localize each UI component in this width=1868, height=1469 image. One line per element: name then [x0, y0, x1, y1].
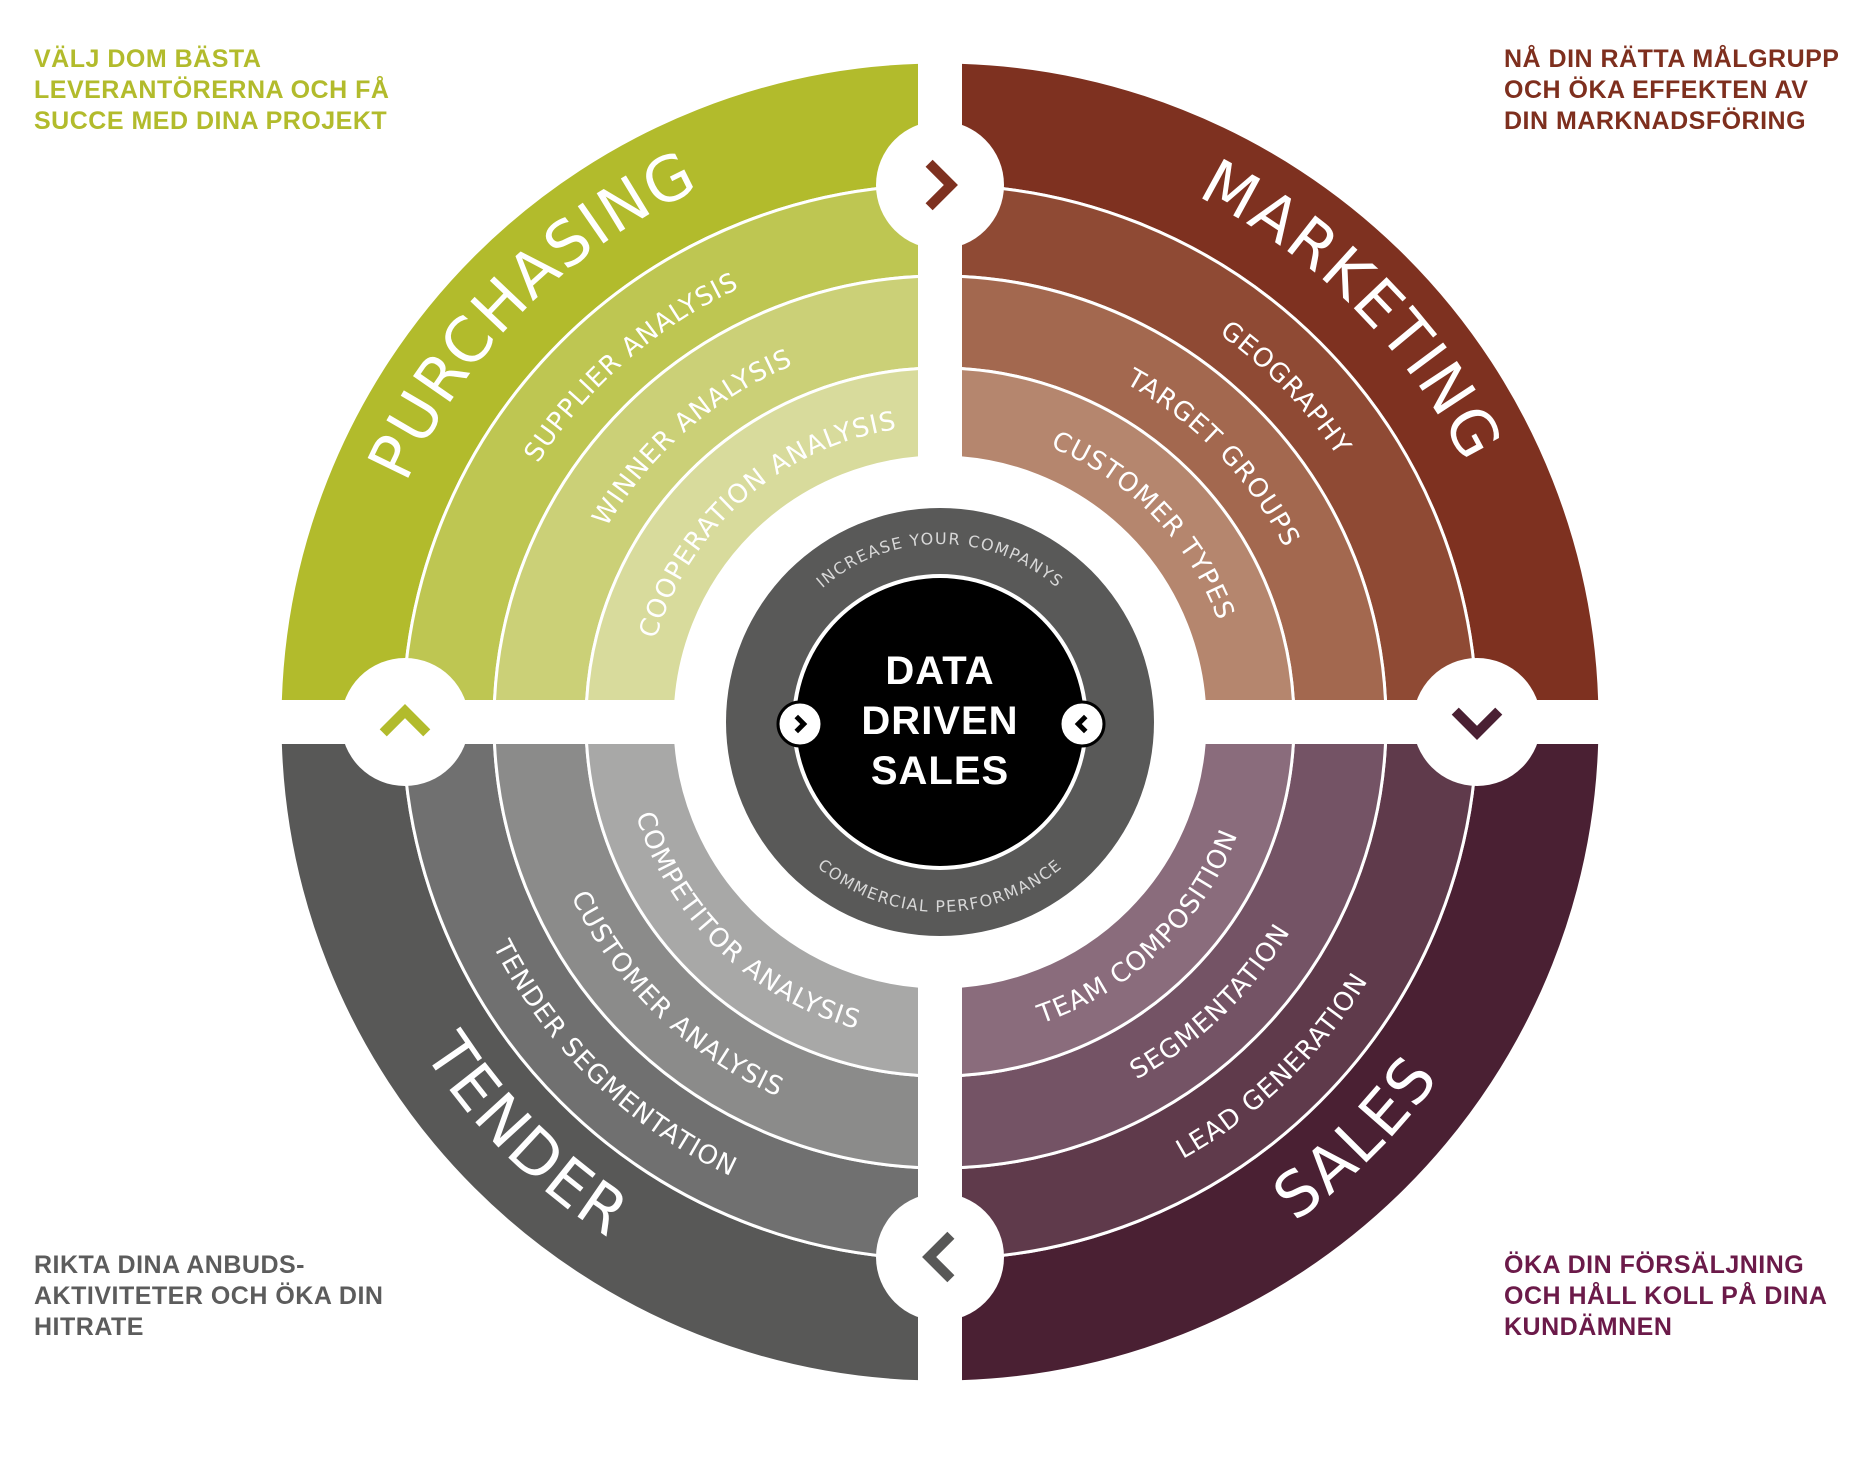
sales-band-4 — [962, 744, 1295, 1077]
chevron-up-icon — [341, 658, 469, 786]
note-sales-line-2: OCH HÅLL KOLL PÅ DINA — [1504, 1282, 1828, 1310]
note-purchasing-line-3: SUCCE MED DINA PROJEKT — [34, 107, 388, 135]
note-marketing: NÅ DIN RÄTTA MÅLGRUPP OCH ÖKA EFFEKTEN A… — [1504, 44, 1864, 137]
chevron-right-icon — [776, 700, 824, 748]
note-marketing-line-2: OCH ÖKA EFFEKTEN AV — [1504, 76, 1809, 104]
marketing-band-4 — [962, 367, 1295, 700]
hub-title-line-3: SALES — [871, 749, 1009, 793]
quadrant-purchasing — [278, 60, 918, 700]
quadrant-tender — [278, 744, 918, 1384]
tender-band-4 — [585, 744, 918, 1077]
hub-center — [796, 578, 1084, 866]
note-sales: ÖKA DIN FÖRSÄLJNING OCH HÅLL KOLL PÅ DIN… — [1504, 1250, 1864, 1343]
quadrant-sales — [962, 744, 1602, 1384]
note-tender: RIKTA DINA ANBUDS- AKTIVITETER OCH ÖKA D… — [34, 1250, 394, 1343]
quadrant-marketing — [962, 60, 1602, 700]
note-marketing-line-3: DIN MARKNADSFÖRING — [1504, 107, 1807, 135]
chevron-left-icon — [1058, 700, 1106, 748]
note-sales-line-1: ÖKA DIN FÖRSÄLJNING — [1504, 1251, 1805, 1279]
connector-circles — [341, 121, 1541, 1321]
chevron-left-icon — [876, 1193, 1004, 1321]
note-tender-line-1: RIKTA DINA ANBUDS- — [34, 1251, 306, 1279]
note-tender-line-3: HITRATE — [34, 1313, 144, 1341]
hub-title-line-2: DRIVEN — [861, 699, 1018, 743]
note-purchasing-line-1: VÄLJ DOM BÄSTA — [34, 45, 262, 73]
chevron-right-icon — [876, 121, 1004, 249]
note-purchasing-line-2: LEVERANTÖRERNA OCH FÅ — [34, 76, 390, 104]
quadrant-bands — [278, 60, 1602, 1384]
purchasing-band-4 — [585, 367, 918, 700]
note-purchasing: VÄLJ DOM BÄSTA LEVERANTÖRERNA OCH FÅ SUC… — [34, 44, 394, 137]
hub-title-line-1: DATA — [885, 649, 994, 693]
chevron-down-icon — [1413, 658, 1541, 786]
note-tender-line-2: AKTIVITETER OCH ÖKA DIN — [34, 1282, 384, 1310]
note-sales-line-3: KUNDÄMNEN — [1504, 1313, 1673, 1341]
note-marketing-line-1: NÅ DIN RÄTTA MÅLGRUPP — [1504, 45, 1840, 73]
